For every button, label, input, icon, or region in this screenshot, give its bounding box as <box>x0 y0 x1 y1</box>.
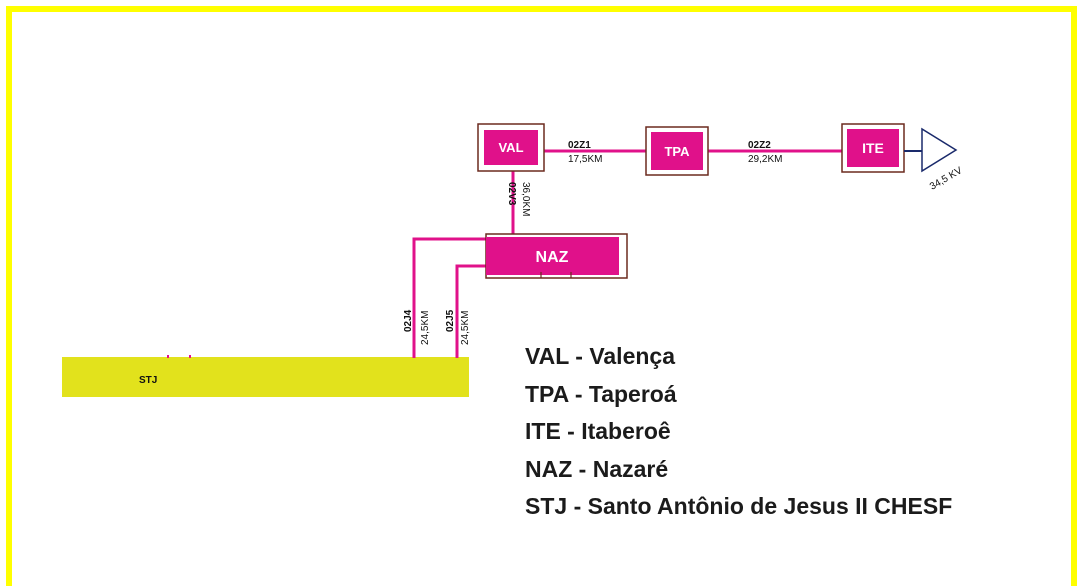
station-naz: NAZ <box>485 233 628 279</box>
source-triangle-icon <box>921 127 958 173</box>
station-tpa: TPA <box>645 126 709 176</box>
legend-item-naz: NAZ - Nazaré <box>525 455 669 482</box>
station-ite-label: ITE <box>862 140 884 156</box>
line-02z2-length: 29,2KM <box>748 154 782 165</box>
station-val-label: VAL <box>498 140 523 155</box>
legend-item-val: VAL - Valença <box>525 343 675 369</box>
stj-busbar <box>62 357 469 397</box>
stj-label: STJ <box>139 375 157 386</box>
legend-item-stj: STJ - Santo Antônio de Jesus II CHESF <box>525 493 953 519</box>
line-02j5 <box>455 264 486 358</box>
line-02z1-length: 17,5KM <box>568 154 602 165</box>
line-02j5-code: 02J5 <box>445 309 456 332</box>
line-02j5-length: 24,5KM <box>460 311 471 345</box>
legend-item-ite: ITE - Itaberoê <box>525 418 671 444</box>
feeder-lines <box>412 149 842 358</box>
station-ite: ITE <box>841 123 905 173</box>
station-val: VAL <box>477 123 545 172</box>
legend-item-tpa: TPA - Taperoá <box>525 380 677 407</box>
line-02v3-length: 36,0KM <box>520 182 531 216</box>
source-voltage: 34,5 KV <box>928 165 965 192</box>
line-02v3-code: 02V3 <box>506 182 517 206</box>
station-tpa-label: TPA <box>664 144 690 159</box>
legend: VAL - Valença TPA - Taperoá ITE - Itaber… <box>525 338 952 526</box>
line-02j4 <box>412 237 486 358</box>
line-02j4-code: 02J4 <box>403 309 414 332</box>
line-02z1-code: 02Z1 <box>568 140 591 151</box>
station-naz-label: NAZ <box>536 249 569 266</box>
line-02j4-length: 24,5KM <box>420 311 431 345</box>
line-02z2-code: 02Z2 <box>748 140 771 151</box>
yellow-frame <box>6 6 1077 586</box>
